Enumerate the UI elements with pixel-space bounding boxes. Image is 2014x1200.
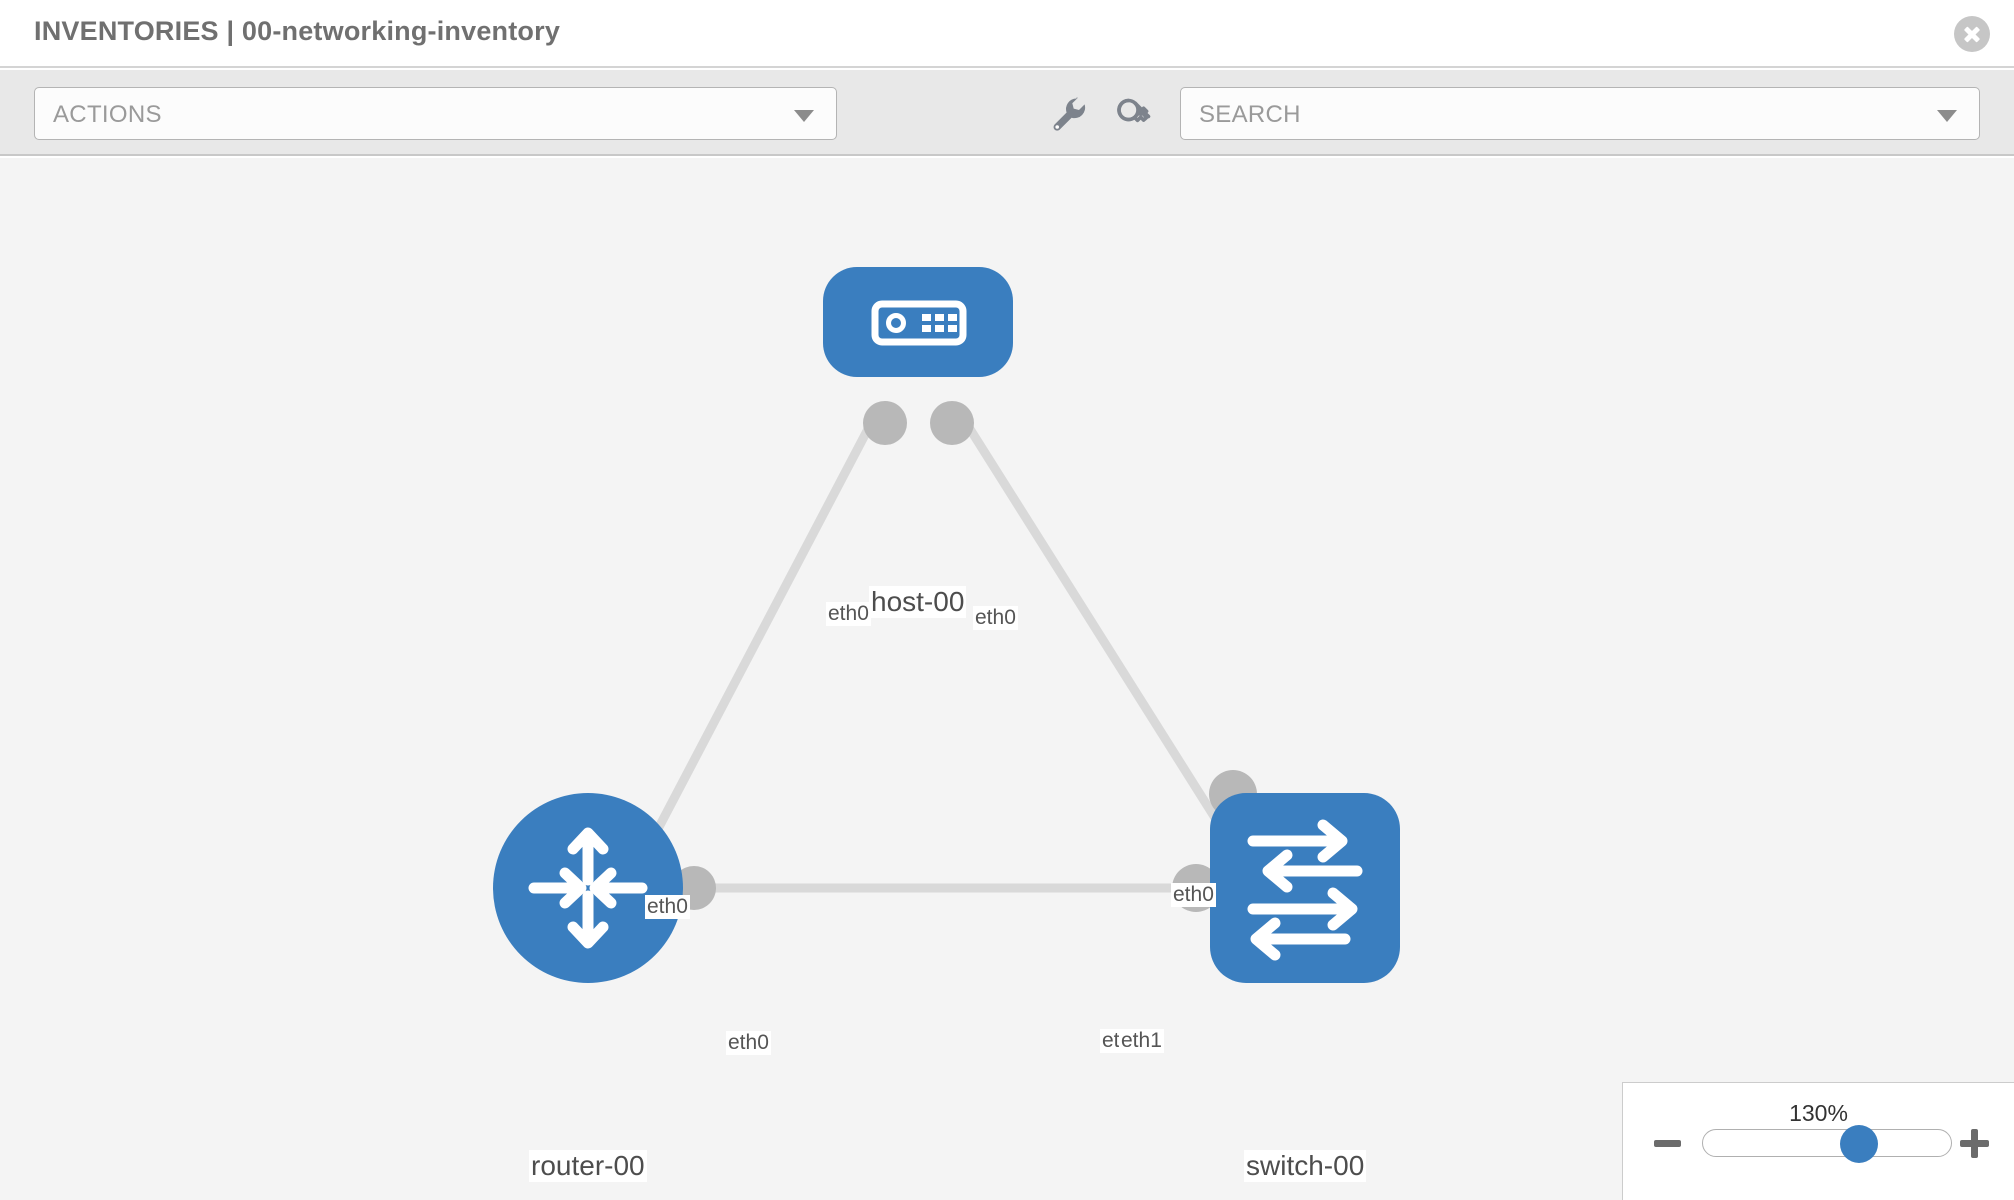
edge-label: eth0	[1171, 883, 1216, 907]
edge-host00-switch00[interactable]	[954, 407, 1238, 851]
zoom-control: 130%	[1622, 1082, 2014, 1200]
chevron-down-icon	[794, 110, 814, 122]
connector-nub[interactable]	[863, 401, 907, 445]
topology-graph	[493, 267, 1400, 983]
node-switch-00-shape[interactable]	[1210, 793, 1400, 983]
search-placeholder: SEARCH	[1199, 101, 1301, 128]
wrench-icon[interactable]	[1046, 92, 1090, 136]
chevron-down-icon[interactable]	[1937, 110, 1957, 122]
edge-label: eth0	[645, 895, 690, 919]
edge-label: eth0	[973, 606, 1018, 630]
edge-label: eth1	[1119, 1029, 1164, 1053]
search-input[interactable]: SEARCH	[1180, 87, 1980, 140]
edge-label: eth0	[826, 602, 871, 626]
close-icon[interactable]	[1954, 16, 1990, 52]
connector-group	[672, 401, 1257, 912]
edge-host00-router00[interactable]	[644, 407, 882, 851]
router-arrows-icon	[528, 827, 648, 949]
zoom-percent-label: 130%	[1789, 1100, 1848, 1126]
minus-icon[interactable]	[1654, 1140, 1681, 1147]
edge-label: eth0	[726, 1031, 771, 1055]
switch-arrows-icon	[1247, 819, 1363, 961]
key-icon[interactable]	[1112, 92, 1156, 136]
connector-nub[interactable]	[930, 401, 974, 445]
server-icon	[871, 300, 967, 346]
actions-dropdown-label: ACTIONS	[53, 101, 162, 128]
plus-icon[interactable]	[1960, 1129, 1989, 1158]
zoom-slider[interactable]	[1702, 1125, 1952, 1163]
actions-dropdown[interactable]: ACTIONS	[34, 87, 837, 140]
page-title: INVENTORIES | 00-networking-inventory	[34, 16, 561, 46]
node-label-router-00: router-00	[529, 1150, 647, 1182]
page-header: INVENTORIES | 00-networking-inventory	[0, 0, 2014, 68]
node-router-00-shape[interactable]	[493, 793, 683, 983]
node-host-00[interactable]	[823, 267, 1013, 377]
node-router-00[interactable]	[493, 793, 683, 983]
zoom-slider-handle[interactable]	[1839, 1125, 1878, 1163]
node-label-switch-00: switch-00	[1244, 1150, 1367, 1182]
topology-canvas[interactable]: eth0 host-00 eth0 eth0 eth0 eth0 eth0 et…	[0, 158, 2014, 1200]
node-host-00-shape[interactable]	[823, 267, 1013, 377]
edge-group	[644, 407, 1238, 893]
toolbar: ACTIONS SEARCH	[0, 70, 2014, 156]
node-label-host-00: host-00	[869, 586, 967, 618]
node-switch-00[interactable]	[1210, 793, 1400, 983]
